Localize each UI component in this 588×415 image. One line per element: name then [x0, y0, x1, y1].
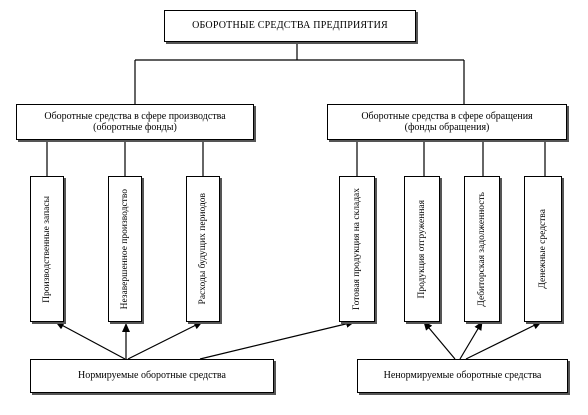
- normalized-box: Нормируемые оборотные средства: [30, 359, 274, 393]
- item-box-work-in-progress: Незавершенное производство: [108, 176, 142, 322]
- arrow-nonnormalized-item-7: [465, 321, 542, 360]
- non-normalized-box: Ненормируемые оборотные средства: [357, 359, 568, 393]
- circulation-group-line2: (фонды обращения): [404, 122, 490, 133]
- item-label: Готовая продукция на складах: [351, 187, 362, 311]
- normalized-label: Нормируемые оборотные средства: [78, 370, 226, 382]
- item-label: Продукция отгруженная: [416, 199, 427, 299]
- item-box-finished-goods: Готовая продукция на складах: [339, 176, 375, 322]
- item-box-shipped-goods: Продукция отгруженная: [404, 176, 440, 322]
- item-label: Производственные запасы: [41, 195, 52, 303]
- arrow-normalized-item-4: [199, 319, 355, 360]
- circulation-group-line1: Оборотные средства в сфере обращения: [361, 110, 533, 122]
- title-text: ОБОРОТНЫЕ СРЕДСТВА ПРЕДПРИЯТИЯ: [192, 20, 388, 32]
- item-box-deferred-expenses: Расходы будущих периодов: [186, 176, 220, 322]
- arrow-normalized-item-3: [127, 321, 203, 360]
- production-group-box: Оборотные средства в сфере производства …: [16, 104, 254, 140]
- non-normalized-label: Ненормируемые оборотные средства: [383, 370, 542, 382]
- item-label: Незавершенное производство: [119, 188, 130, 310]
- item-box-production-stocks: Производственные запасы: [30, 176, 64, 322]
- production-group-line1: Оборотные средства в сфере производства: [44, 110, 226, 122]
- arrow-normalized-item-1: [55, 321, 126, 360]
- item-label: Дебиторская задолженность: [476, 191, 487, 307]
- circulation-group-box: Оборотные средства в сфере обращения (фо…: [327, 104, 567, 140]
- arrow-nonnormalized-item-5: [423, 321, 456, 360]
- arrow-nonnormalized-item-6: [459, 321, 483, 360]
- item-box-cash: Денежные средства: [524, 176, 562, 322]
- item-label: Денежные средства: [537, 209, 548, 289]
- item-box-receivables: Дебиторская задолженность: [464, 176, 500, 322]
- production-group-line2: (оборотные фонды): [93, 122, 177, 133]
- title-box: ОБОРОТНЫЕ СРЕДСТВА ПРЕДПРИЯТИЯ: [164, 10, 416, 42]
- item-label: Расходы будущих периодов: [197, 193, 208, 305]
